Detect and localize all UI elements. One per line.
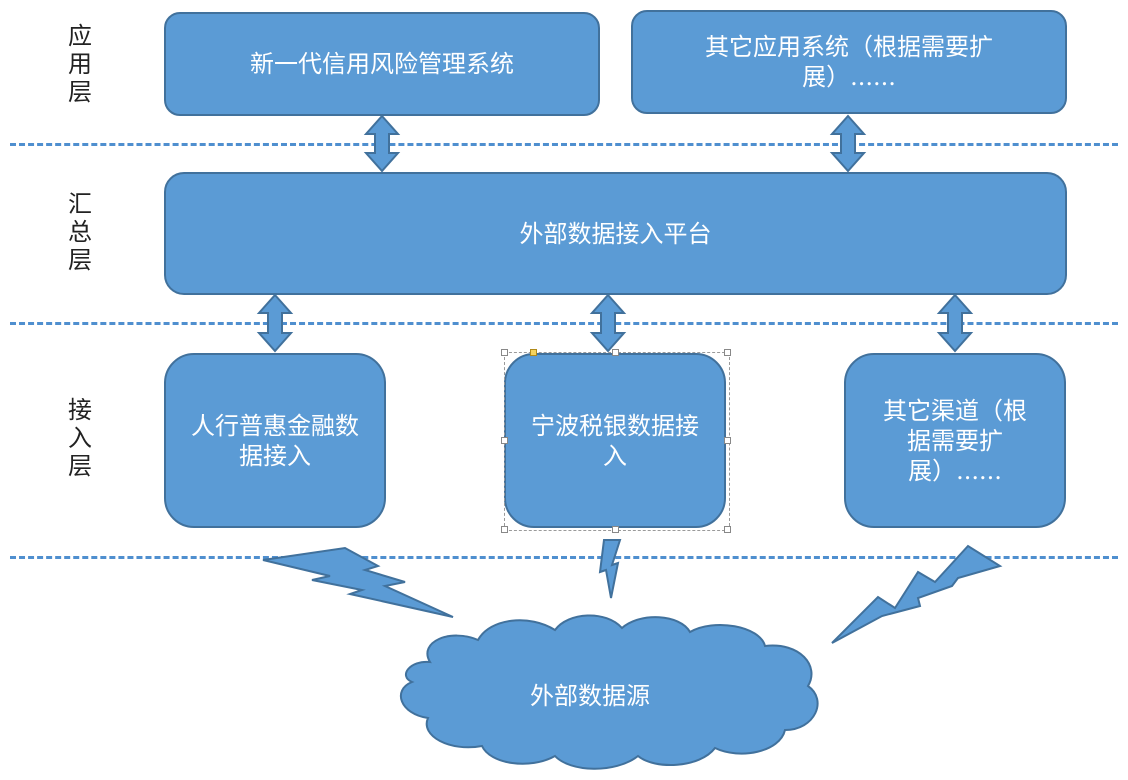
box-other-channels: 其它渠道（根据需要扩展）...... [844,353,1066,528]
lightning-right [831,544,1003,644]
cloud-label: 外部数据源 [530,682,650,710]
box-external-data-platform: 外部数据接入平台 [164,172,1067,295]
lightning-left [262,546,454,618]
arrow-platform-ningbo [589,293,627,353]
resize-handle-sw[interactable] [501,526,508,533]
box-pboc-inclusive-finance-label: 人行普惠金融数据接入 [191,411,359,470]
cloud-external-source [400,614,819,770]
layer-label-application: 应 用 层 [68,22,92,106]
arrow-platform-other [936,293,974,353]
arrow-credit-platform [363,114,401,173]
layer-label-summary: 汇 总 层 [68,190,92,274]
adjust-handle[interactable] [530,349,537,356]
arrow-platform-pboc [256,293,294,353]
resize-handle-n[interactable] [612,349,619,356]
selection-outline [504,352,730,531]
box-other-channels-label: 其它渠道（根据需要扩展）...... [883,396,1027,485]
box-credit-risk-system: 新一代信用风险管理系统 [164,12,600,116]
layer-divider-1 [10,143,1118,146]
resize-handle-s[interactable] [612,526,619,533]
box-ningbo-tax-bank-label: 宁波税银数据接入 [531,411,699,470]
resize-handle-ne[interactable] [724,349,731,356]
resize-handle-nw[interactable] [501,349,508,356]
box-external-data-platform-label: 外部数据接入平台 [519,219,712,248]
box-other-applications: 其它应用系统（根据需要扩展）...... [631,10,1067,114]
layer-label-access: 接 入 层 [68,396,92,480]
resize-handle-w[interactable] [501,437,508,444]
resize-handle-e[interactable] [724,437,731,444]
box-ningbo-tax-bank[interactable]: 宁波税银数据接入 [504,353,726,528]
layer-divider-2 [10,322,1118,325]
resize-handle-se[interactable] [724,526,731,533]
box-pboc-inclusive-finance: 人行普惠金融数据接入 [164,353,386,528]
lightning-middle [598,539,622,599]
layer-divider-3 [10,556,1118,559]
box-credit-risk-system-label: 新一代信用风险管理系统 [250,50,514,78]
arrow-other-platform [829,114,867,173]
box-other-applications-label: 其它应用系统（根据需要扩展）...... [705,33,993,91]
